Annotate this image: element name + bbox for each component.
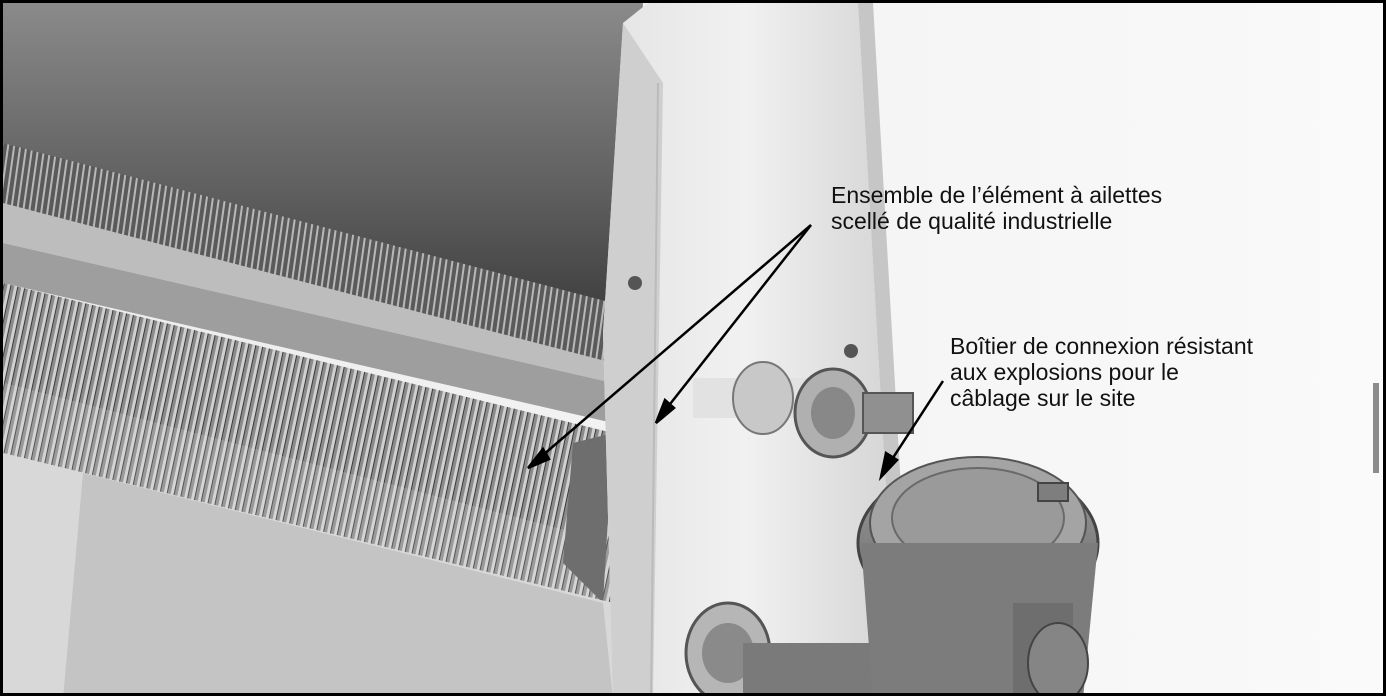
callout-line: scellé de qualité industrielle	[831, 208, 1113, 234]
junction-box-callout: Boîtier de connexion résistant aux explo…	[950, 333, 1253, 411]
callout-line: Boîtier de connexion résistant	[950, 333, 1254, 359]
callout-line: aux explosions pour le	[950, 359, 1179, 385]
callout-line: câblage sur le site	[950, 385, 1136, 411]
arrow-fin-element	[527, 224, 812, 470]
fin-element-callout: Ensemble de l’élément à ailettes scellé …	[831, 182, 1162, 234]
callout-line: Ensemble de l’élément à ailettes	[831, 182, 1163, 208]
heater-photo	[3, 3, 1383, 693]
arrow-junction-box	[878, 380, 945, 482]
